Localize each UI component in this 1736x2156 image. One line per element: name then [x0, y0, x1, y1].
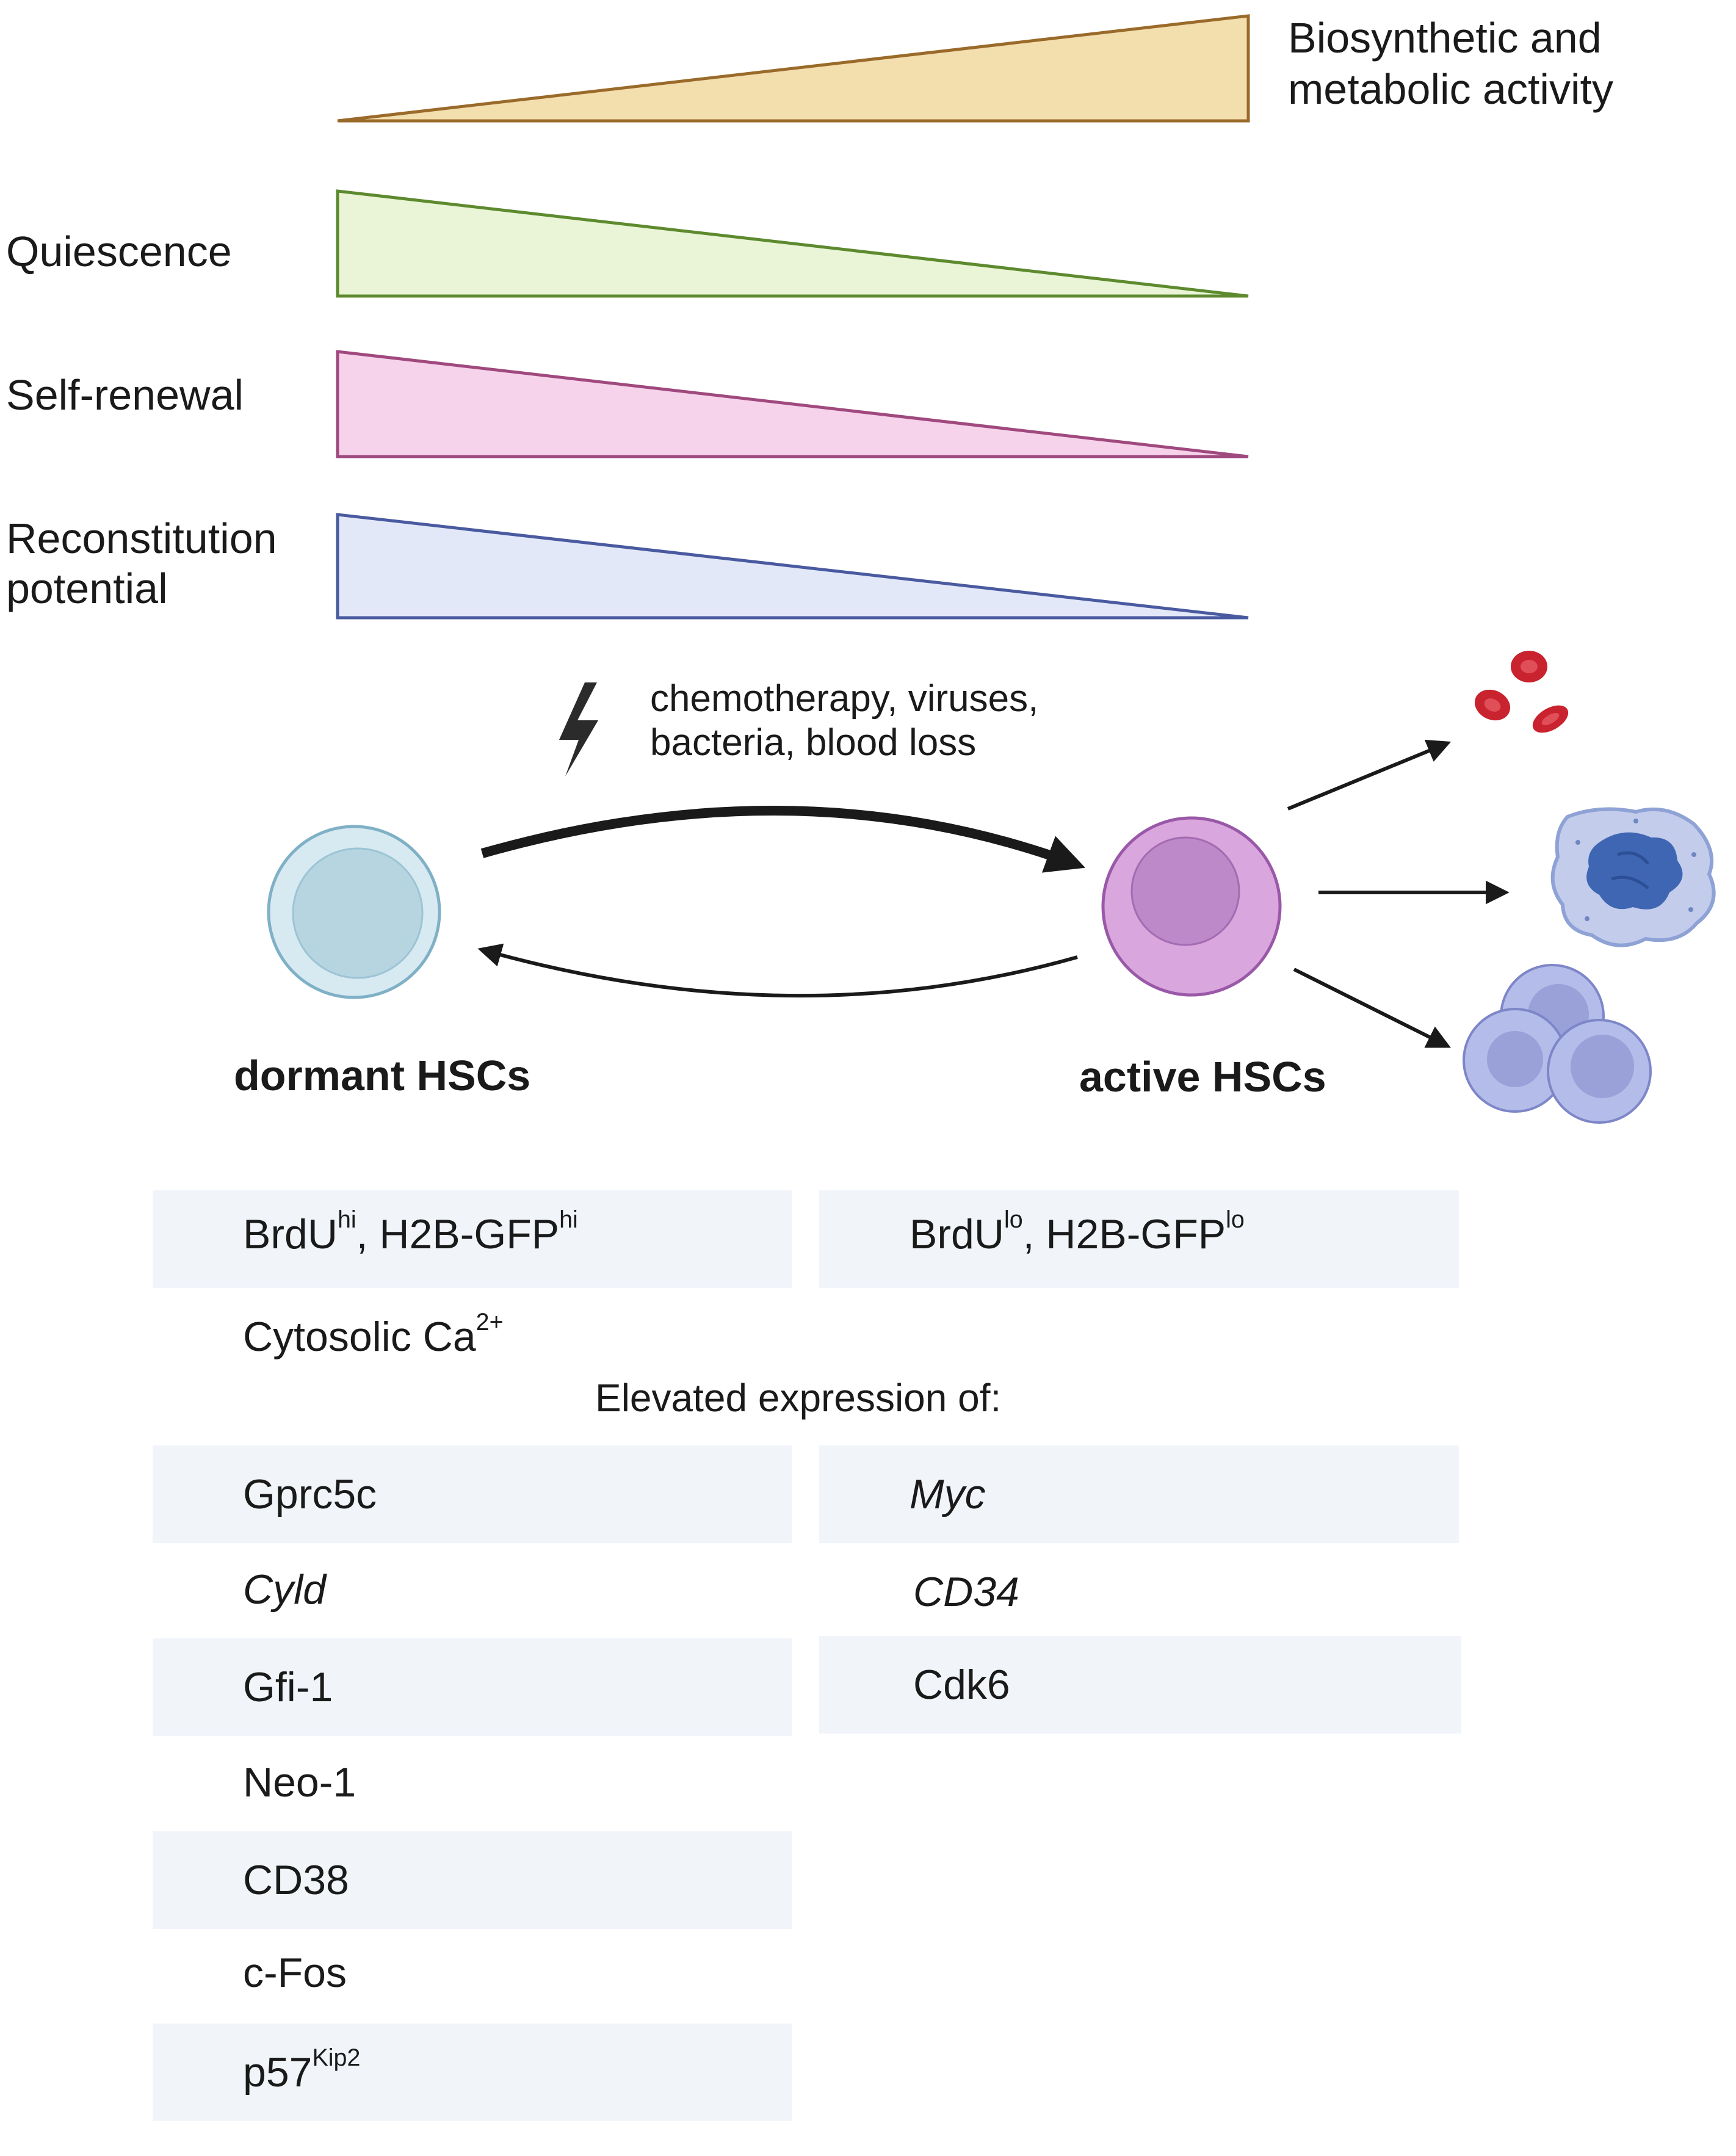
dormant-labeling-row: BrdUhi, H2B-GFPhi [153, 1190, 792, 1288]
dormant-gene-row-3: Gfi-1 [153, 1638, 792, 1736]
leukocytes-icon [1463, 964, 1652, 1124]
quiescence-wedge [336, 189, 1249, 298]
red-blood-cells-icon [1474, 651, 1569, 733]
gene-cyld: Cyld [243, 1566, 327, 1613]
dormant-gene-row-5: CD38 [153, 1831, 792, 1929]
gene-cdk6: Cdk6 [913, 1662, 1010, 1708]
active-gene-row-2: CD34 [819, 1543, 1459, 1641]
active-gene-row-3: Cdk6 [819, 1636, 1461, 1734]
self-renewal-wedge [336, 350, 1249, 458]
activation-arrow [480, 806, 1086, 873]
gene-cfos: c-Fos [243, 1950, 347, 1996]
trigger-text-line2: bacteria, blood loss [650, 722, 977, 764]
differentiation-arrow-leukocytes [1293, 968, 1451, 1048]
differentiation-arrow-erythrocytes [1287, 739, 1452, 811]
gene-gprc5c: Gprc5c [243, 1471, 377, 1518]
gene-cd38: CD38 [243, 1857, 349, 1903]
active-gene-row-1: Myc [819, 1445, 1459, 1543]
dormant-labeling-text: BrdUhi, H2B-GFPhi [243, 1185, 578, 1289]
dormant-gene-row-2: Cyld [153, 1541, 792, 1638]
return-to-dormancy-arrow [477, 943, 1078, 998]
biosynthetic-label-line2: metabolic activity [1288, 65, 1613, 113]
lightning-bolt-icon [559, 682, 598, 776]
reconstitution-potential-wedge [336, 513, 1249, 620]
dormant-h2b: , H2B-GFP [356, 1211, 560, 1257]
reconstitution-label-line1: Reconstitution [6, 515, 277, 562]
gene-cd34: CD34 [913, 1569, 1019, 1615]
calcium-text: Cytosolic Ca2+ [243, 1288, 504, 1392]
active-h2b: , H2B-GFP [1022, 1211, 1226, 1257]
megakaryocyte-icon [1550, 807, 1716, 947]
gene-gfi1: Gfi-1 [243, 1664, 333, 1710]
self-renewal-label: Self-renewal [6, 371, 244, 419]
quiescence-label: Quiescence [6, 228, 232, 275]
dormant-hsc-cell [267, 825, 441, 999]
dormant-gene-row-6: c-Fos [153, 1924, 792, 2022]
active-hsc-cell [1101, 816, 1282, 997]
dormant-gene-row-7: p57Kip2 [153, 2024, 792, 2121]
elevated-expression-heading: Elevated expression of: [595, 1376, 1002, 1420]
active-labeling-row: BrdUlo, H2B-GFPlo [819, 1190, 1459, 1288]
active-brdu: BrdU [910, 1211, 1004, 1257]
biosynthetic-activity-wedge [337, 14, 1250, 123]
gene-p57-base: p57 [243, 2049, 313, 2096]
dormant-brdu: BrdU [243, 1211, 338, 1257]
active-brdu-sup: lo [1004, 1206, 1023, 1234]
calcium-row: Cytosolic Ca2+ [153, 1288, 792, 1386]
gene-p57: p57Kip2 [243, 2024, 360, 2127]
calcium-base: Cytosolic Ca [243, 1314, 476, 1360]
active-h2b-sup: lo [1226, 1206, 1245, 1234]
calcium-sup: 2+ [476, 1309, 504, 1336]
dormant-h2b-sup: hi [559, 1206, 578, 1234]
reconstitution-label-line2: potential [6, 565, 168, 612]
dormant-hsc-label: dormant HSCs [234, 1052, 531, 1099]
gene-myc: Myc [910, 1471, 986, 1518]
active-labeling-text: BrdUlo, H2B-GFPlo [910, 1185, 1245, 1289]
gene-neo1: Neo-1 [243, 1759, 356, 1806]
active-hsc-label: active HSCs [1079, 1053, 1326, 1101]
dormant-gene-row-1: Gprc5c [153, 1445, 792, 1543]
dormant-gene-row-4: Neo-1 [153, 1734, 792, 1831]
gene-p57-sup: Kip2 [312, 2044, 361, 2072]
dormant-brdu-sup: hi [337, 1206, 356, 1234]
biosynthetic-label-line1: Biosynthetic and [1288, 14, 1602, 62]
trigger-text-line1: chemotherapy, viruses, [650, 678, 1039, 720]
